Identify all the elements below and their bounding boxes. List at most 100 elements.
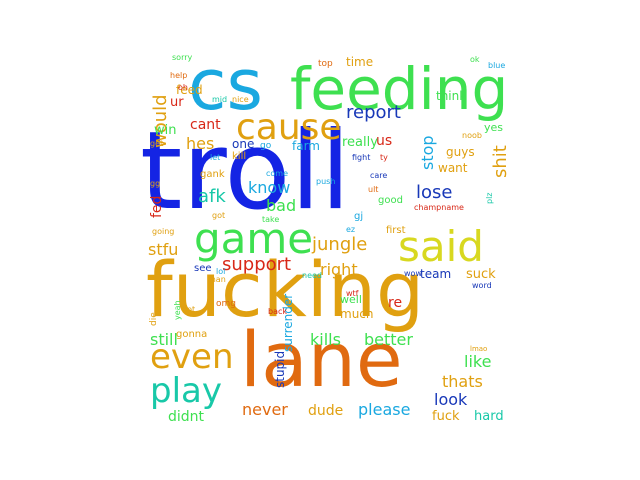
word-afk: afk xyxy=(198,186,226,207)
word-stop: stop xyxy=(418,135,437,170)
word-ok: ok xyxy=(470,55,480,64)
word-better: better xyxy=(364,330,413,349)
word-back: back xyxy=(268,307,288,316)
word-game: game xyxy=(194,214,314,263)
word-lose: lose xyxy=(416,182,453,203)
word-need: need xyxy=(302,271,322,280)
word-plz: plz xyxy=(485,192,494,205)
word-come: come xyxy=(266,169,289,178)
word-go: go xyxy=(260,141,272,151)
word-bad: bad xyxy=(266,196,297,215)
word-shit: shit xyxy=(490,145,511,178)
word-push: push xyxy=(316,177,336,186)
word-help: help xyxy=(170,71,188,80)
word-much: much xyxy=(340,307,374,321)
word-really: really xyxy=(342,135,378,150)
word-nice: nice xyxy=(232,95,249,104)
word-want: want xyxy=(438,161,468,175)
word-think: think xyxy=(436,89,467,103)
word-play: play xyxy=(150,371,222,411)
word-oh: oh xyxy=(178,83,188,92)
word-look: look xyxy=(434,390,468,409)
word-sorry: sorry xyxy=(172,53,193,62)
word-like: like xyxy=(464,352,492,371)
word-re: re xyxy=(388,295,403,311)
word-see: see xyxy=(194,263,212,274)
word-one: one xyxy=(232,137,255,151)
word-get: get xyxy=(150,139,164,148)
word-win: win xyxy=(154,123,177,138)
word-cause: cause xyxy=(236,107,342,148)
word-first: first xyxy=(386,225,406,236)
word-please: please xyxy=(358,400,411,419)
word-jungle: jungle xyxy=(312,234,368,255)
word-die: die xyxy=(149,312,159,326)
word-mid: mid xyxy=(212,95,228,104)
word-care: care xyxy=(370,171,388,180)
word-gank: gank xyxy=(200,169,225,180)
word-yeah: yeah xyxy=(173,300,182,320)
word-going: going xyxy=(152,227,175,236)
word-said: said xyxy=(398,222,484,271)
word-troll: troll xyxy=(140,109,351,234)
word-top: top xyxy=(318,59,333,69)
word-kills: kills xyxy=(310,330,341,349)
word-hard: hard xyxy=(474,409,504,424)
word-kill: kill xyxy=(232,151,247,162)
word-stupid: stupid xyxy=(273,350,287,388)
word-ult: ult xyxy=(368,185,379,194)
word-man: man xyxy=(208,275,226,284)
word-lol: lol xyxy=(216,267,226,276)
word-fucking: fucking xyxy=(146,245,425,334)
word-got: got xyxy=(212,211,226,220)
word-noob: noob xyxy=(462,131,482,140)
word-stfu: stfu xyxy=(148,240,179,259)
word-good: good xyxy=(378,195,403,206)
word-bot: bot xyxy=(182,305,196,314)
word-yes: yes xyxy=(484,121,504,134)
word-time: time xyxy=(346,55,374,69)
word-take: take xyxy=(262,215,280,224)
word-gonna: gonna xyxy=(176,329,208,340)
word-gj: gj xyxy=(354,211,364,222)
word-guys: guys xyxy=(446,145,475,159)
word-farm: farm xyxy=(292,139,320,153)
word-right: right xyxy=(320,260,358,279)
word-cs: cs xyxy=(188,44,263,126)
word-even: even xyxy=(150,337,234,377)
word-never: never xyxy=(242,400,288,419)
word-thats: thats xyxy=(442,372,483,391)
word-fuck: fuck xyxy=(432,409,460,424)
word-support: support xyxy=(222,254,292,275)
word-team: team xyxy=(420,267,452,281)
word-champname: champname xyxy=(414,203,464,212)
word-feeding: feeding xyxy=(290,55,509,123)
word-lmao: lmao xyxy=(470,345,488,353)
word-suck: suck xyxy=(466,267,496,282)
word-hes: hes xyxy=(186,134,215,153)
word-ur: ur xyxy=(170,95,184,110)
word-surrender: surrender xyxy=(281,293,295,352)
word-wow: wow xyxy=(404,269,422,278)
word-us: us xyxy=(376,133,393,149)
word-cant: cant xyxy=(190,117,221,133)
word-well: well xyxy=(340,293,362,306)
word-ez: ez xyxy=(346,225,356,234)
word-feed: feed xyxy=(176,83,203,97)
word-ty: ty xyxy=(380,153,388,162)
word-wtf: wtf xyxy=(346,289,359,298)
word-fight: fight xyxy=(352,153,371,162)
word-omg: omg xyxy=(216,299,236,309)
word-know: know xyxy=(248,178,291,197)
word-didnt: didnt xyxy=(168,409,205,425)
word-still: still xyxy=(150,330,178,349)
word-fed: fed xyxy=(149,195,165,218)
word-dude: dude xyxy=(308,403,344,419)
word-report: report xyxy=(346,102,401,123)
word-blue: blue xyxy=(488,61,506,70)
word-let: let xyxy=(210,153,221,162)
word-lane: lane xyxy=(240,315,403,404)
word-gg: gg xyxy=(150,179,161,188)
word-word: word xyxy=(472,281,492,290)
